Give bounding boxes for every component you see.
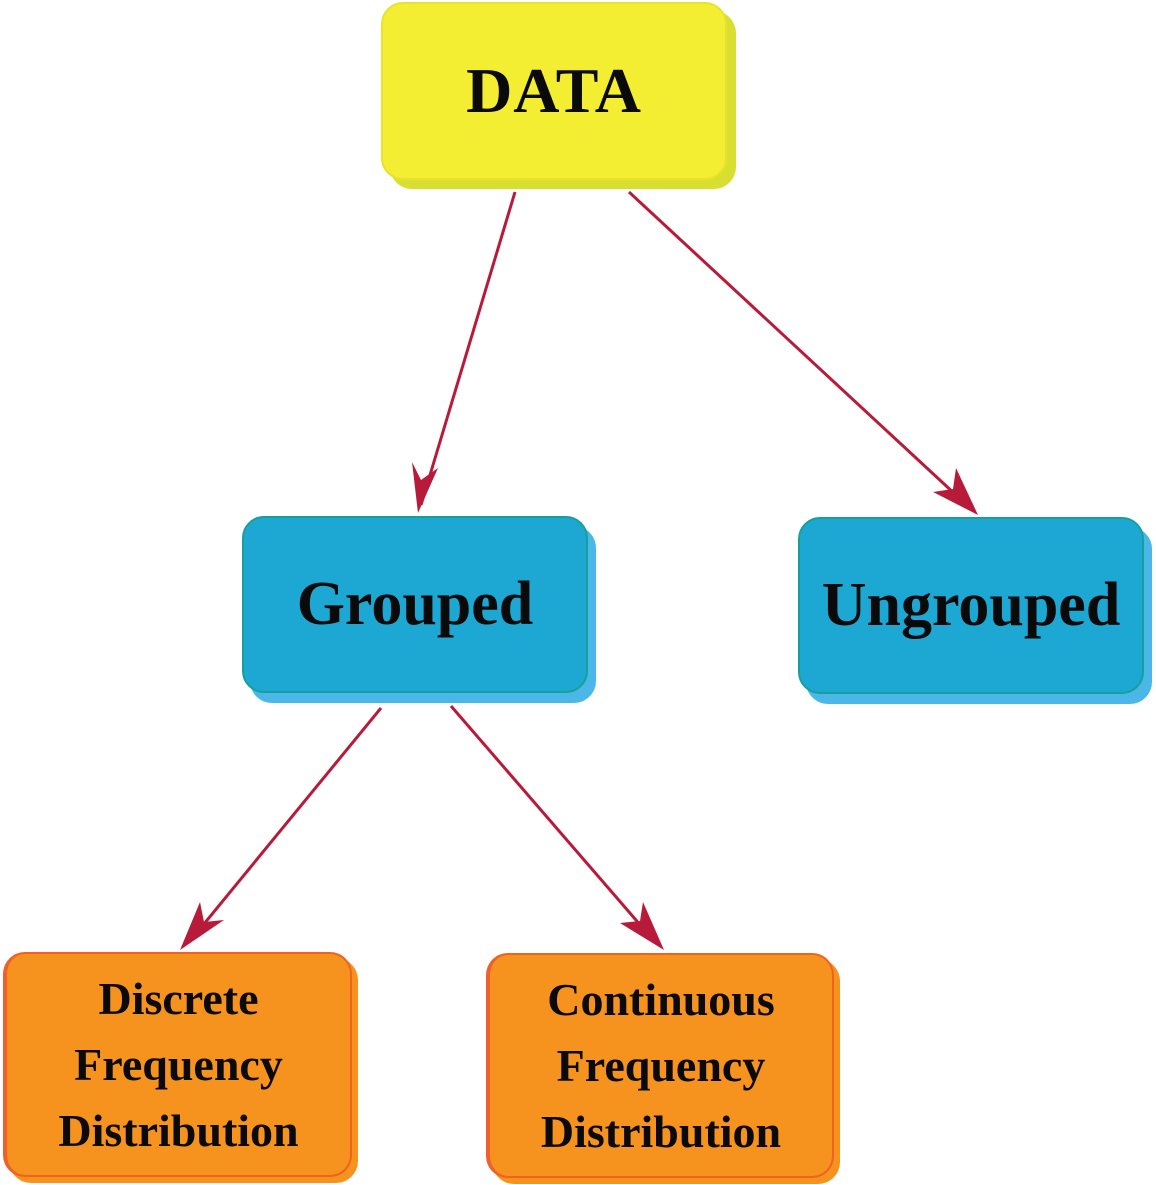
arrowhead-continuous [620,902,664,950]
node-discrete-line3: Distribution [58,1104,299,1156]
edge-grouped-to-continuous [449,705,657,943]
node-discrete-frequency-distribution: Discrete Frequency Distribution [3,952,352,1177]
edge-data-to-ungrouped [627,190,972,510]
arrowhead-grouped [412,462,438,513]
edge-data-to-grouped [419,191,517,506]
node-grouped-label: Grouped [296,570,534,638]
node-data-label: DATA [466,55,642,126]
node-ungrouped-label: Ungrouped [821,571,1121,639]
node-discrete-line1: Discrete [98,972,259,1024]
node-ungrouped: Ungrouped [798,517,1144,694]
node-grouped: Grouped [242,516,588,693]
node-data-root: DATA [381,2,727,180]
node-continuous-line3: Distribution [540,1105,782,1157]
edge-grouped-to-discrete [188,707,383,942]
node-continuous-line2: Frequency [556,1039,766,1091]
arrowhead-ungrouped [933,468,978,515]
node-discrete-line2: Frequency [74,1038,283,1090]
arrowhead-discrete [180,902,224,950]
node-continuous-line1: Continuous [547,973,775,1025]
node-continuous-frequency-distribution: Continuous Frequency Distribution [486,953,834,1178]
